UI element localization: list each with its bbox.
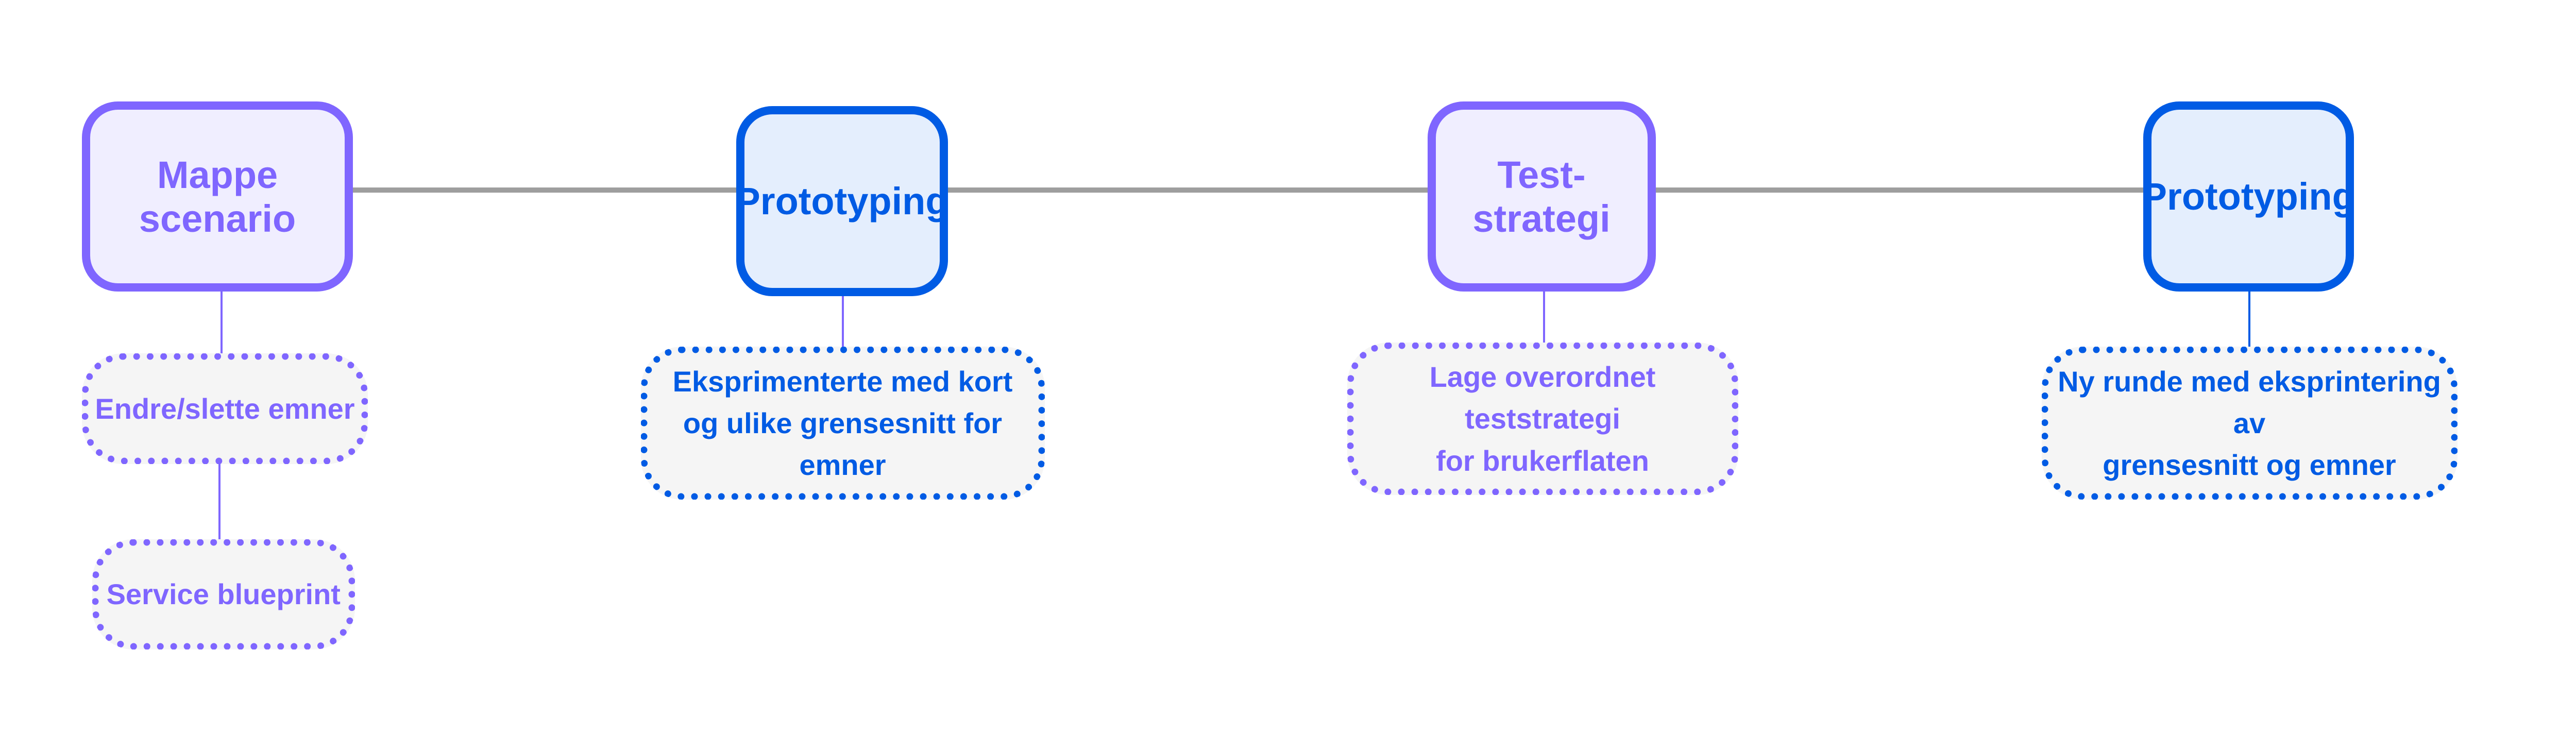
- connector-line: [1543, 292, 1545, 343]
- connector-line: [2248, 292, 2250, 347]
- phase-node-mappe-scenario[interactable]: Mappe scenario: [82, 101, 353, 292]
- task-node[interactable]: Ny runde med eksprintering av grensesnit…: [2041, 347, 2458, 500]
- phase-node-prototyping-2[interactable]: Prototyping: [2142, 101, 2355, 292]
- connector-line: [842, 296, 844, 348]
- task-node[interactable]: Lage overordnet teststrategi for brukerf…: [1347, 343, 1738, 495]
- timeline-connector: [353, 187, 2143, 193]
- phase-node-test-strategi[interactable]: Test-strategi: [1427, 101, 1656, 292]
- phase-node-prototyping[interactable]: Prototyping: [735, 106, 949, 296]
- task-node[interactable]: Eksprimenterte med kort og ulike grenses…: [640, 347, 1045, 500]
- task-node[interactable]: Service blueprint: [92, 539, 355, 650]
- connector-line: [221, 292, 223, 355]
- task-node[interactable]: Endre/slette emner: [82, 353, 368, 464]
- connector-line: [218, 464, 221, 541]
